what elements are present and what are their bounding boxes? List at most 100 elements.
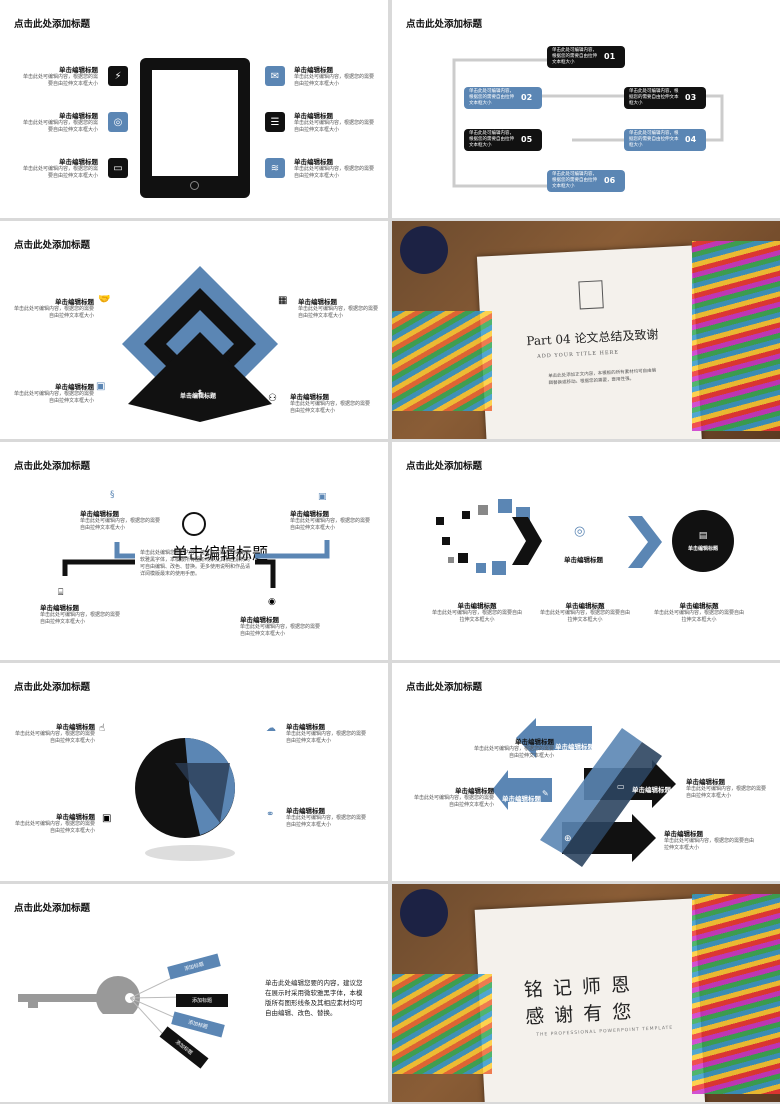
arrow-label: 单击编辑标题 [555, 743, 594, 751]
globe-icon: ⊕ [564, 834, 572, 844]
item-title: 单击编辑标题 [56, 813, 95, 821]
key-strings [130, 973, 186, 1043]
item-body: 单击此处可编辑内容，根据您的需要自由拉伸文本框大小 [80, 518, 161, 531]
lightning-icon: ⚡ [108, 66, 128, 86]
item-title: 单击编辑标题 [455, 787, 494, 795]
slide-10-ending[interactable]: 铭 记 师 恩 感 谢 有 您 THE PROFESSIONAL POWERPO… [392, 884, 780, 1102]
item-body: 单击此处可编辑内容，根据您的需要自由拉伸文本框大小 [240, 624, 321, 637]
slide-5[interactable]: 点击此处添加标题 单击编辑标题 单击此处编辑您要的内容，建议您在展示时采用微软雅… [0, 442, 388, 660]
item-body: 单击此处可编辑内容，根据您的需要自由拉伸文本框大小 [664, 838, 755, 851]
center-body: 单击此处编辑您要的内容，建议您在展示时采用微软雅黑字体，本模版所有图形线条及其相… [140, 550, 251, 577]
item-title: 单击编辑标题 [59, 158, 98, 166]
slide-title: 点击此处添加标题 [14, 19, 91, 30]
window-icon: ▣ [318, 492, 327, 502]
slide-9[interactable]: 点击此处添加标题 添加标题 添加标题 添加标题 添加标题 单击此处编辑您要的内容… [0, 884, 388, 1102]
rocket-icon: ➶ [594, 736, 601, 745]
key-icon [18, 976, 140, 1014]
slide-title: 点击此处添加标题 [14, 903, 91, 914]
item-title: 单击编辑标题 [515, 738, 554, 746]
chart-board-icon: ▤ [698, 530, 708, 541]
slide-1[interactable]: 点击此处添加标题 单击编辑标题单击此处可编辑内容，根据您的需要自由拉伸文本框大小… [0, 0, 388, 218]
tag-2[interactable]: 添加标题 [176, 994, 228, 1007]
item-title: 单击编辑标题 [240, 616, 279, 624]
item-title: 单击编辑标题 [290, 510, 329, 518]
item-body: 单击此处可编辑内容，根据您的需要自由拉伸文本框大小 [15, 821, 96, 834]
cloud-icon: ☁ [266, 723, 276, 734]
slide-title: 点击此处添加标题 [406, 682, 483, 693]
diamond-label: 单击编辑标题 [180, 393, 217, 400]
item-title: 单击编辑标题 [40, 604, 79, 612]
item-body: 单击此处可编辑内容，根据您的需要自由拉伸文本框大小 [286, 731, 367, 744]
item-body: 单击此处可编辑内容，根据您的需要自由拉伸文本框大小 [15, 731, 96, 744]
arrows-graphic [62, 540, 330, 588]
step-number: 03 [685, 93, 697, 102]
item-title: 单击编辑标题 [59, 112, 98, 120]
slide-7[interactable]: 点击此处添加标题 单击编辑标题单击此处可编辑内容，根据您的需要自由拉伸文本框大小… [0, 663, 388, 881]
center-title: 单击编辑标题 [172, 544, 269, 563]
step-06[interactable]: 单击此处可编辑内容，根据您的需要自由拉伸文本框大小 06 [547, 170, 625, 192]
slide-4-section[interactable]: Part 04 论文总结及致谢 ADD YOUR TITLE HERE 单击此处… [392, 221, 780, 439]
step-body: 单击此处可编辑内容，根据您的需要自由拉伸文本框大小 [552, 172, 597, 189]
item-title: 单击编辑标题 [55, 298, 94, 306]
item-body: 单击此处可编辑内容，根据您的需要自由拉伸文本框大小 [22, 120, 98, 133]
pencils [392, 974, 492, 1074]
step-number: 05 [521, 135, 533, 144]
slide-title: 点击此处添加标题 [14, 461, 91, 472]
item-body: 单击此处可编辑内容，根据您的需要自由拉伸文本框大小 [22, 74, 98, 87]
item-body: 单击此处可编辑内容，根据您的需要自由拉伸文本框大小 [14, 306, 95, 319]
slide-3[interactable]: 点击此处添加标题 $ 单击编辑标题 单击编辑标题单击此处可编辑内容，根据您的需要… [0, 221, 388, 439]
notebook-page: 铭 记 师 恩 感 谢 有 您 THE PROFESSIONAL POWERPO… [474, 898, 706, 1102]
item-title: 单击编辑标题 [294, 66, 333, 74]
item-title: 单击编辑标题 [80, 510, 119, 518]
crayons [692, 894, 780, 1094]
center-label: 单击编辑标题 [564, 556, 603, 564]
step-body: 单击此处可编辑内容，根据您的需要自由拉伸文本框大小 [552, 48, 597, 65]
item-title: 单击编辑标题 [294, 112, 333, 120]
pixel-cluster [436, 499, 542, 575]
arrow-label: 单击编辑标题 [632, 786, 671, 794]
scroll-icon: § [110, 490, 115, 500]
thanks-line-2: 感 谢 有 您 [524, 1000, 634, 1029]
svg-text:$: $ [198, 389, 202, 396]
pencils [392, 311, 492, 411]
slide-8[interactable]: 点击此处添加标题 单击编辑标题单击此处可编辑内容，根据您的需要自由拉伸文本框大小… [392, 663, 780, 881]
item-title: 单击编辑标题 [56, 723, 95, 731]
item-title: 单击编辑标题 [457, 602, 497, 610]
item-body: 单击此处可编辑内容，根据您的需要自由拉伸文本框大小 [286, 815, 367, 828]
item-body: 单击此处可编辑内容，根据您的需要自由拉伸文本框大小 [473, 746, 554, 759]
ink-jar [400, 889, 448, 937]
item-body: 单击此处可编辑内容，根据您的需要自由拉伸文本框大小 [14, 391, 95, 404]
item-title: 单击编辑标题 [298, 298, 337, 306]
item-body: 单击此处可编辑内容，根据您的需要自由拉伸文本框大小 [298, 306, 379, 319]
item-body: 单击此处可编辑内容，根据您的需要自由拉伸文本框大小 [290, 518, 371, 531]
result-circle: ▤ 单击编辑标题 [672, 510, 734, 572]
step-number: 04 [685, 135, 697, 144]
slide-6[interactable]: 点击此处添加标题 ◎ 单击编辑标题 ▤ 单击编辑标题 单击编辑标题单击此处可编辑… [392, 442, 780, 660]
screen-icon: ▭ [617, 782, 625, 791]
item-body: 单击此处可编辑内容，根据您的需要自由拉伸文本框大小 [294, 74, 375, 87]
lifebuoy-icon: ◎ [108, 112, 128, 132]
diamond-graphic: $ [122, 266, 278, 422]
crayons [692, 241, 780, 431]
item-body: 单击此处可编辑内容，根据您的需要自由拉伸文本框大小 [40, 612, 121, 625]
people-icon: ⚇ [268, 393, 277, 404]
section-subheading: ADD YOUR TITLE HERE [537, 349, 620, 360]
step-number: 06 [604, 176, 616, 185]
item-title: 单击编辑标题 [679, 602, 719, 610]
item-title: 单击编辑标题 [565, 602, 605, 610]
item-body: 单击此处可编辑内容，根据您的需要自由拉伸文本框大小 [294, 120, 375, 133]
item-body: 单击此处可编辑内容，根据您的需要自由拉伸文本框大小 [22, 166, 98, 179]
arrows-pencil-graphic [492, 718, 676, 867]
ink-jar [400, 226, 448, 274]
section-heading: Part 04 论文总结及致谢 [526, 327, 659, 349]
monitor-icon: ▣ [96, 381, 106, 392]
document-icon [578, 280, 604, 310]
sliders-icon: ☰ [265, 112, 285, 132]
item-title: 单击编辑标题 [55, 383, 94, 391]
